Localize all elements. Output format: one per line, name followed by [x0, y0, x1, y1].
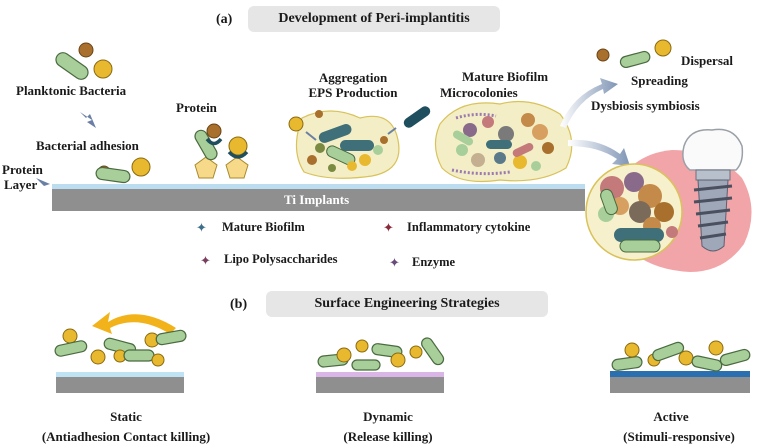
strategy-static-name: Static [110, 409, 142, 424]
label-protein: Protein [176, 100, 217, 115]
strategy-dynamic-desc: (Release killing) [343, 429, 433, 444]
label-eps: EPS Production [308, 85, 398, 100]
label-protein-layer-2: Layer [4, 177, 38, 192]
label-ti-implants: Ti Implants [284, 192, 350, 207]
legend-star-mature-biofilm: ✦ [196, 220, 207, 235]
label-aggregation: Aggregation [318, 70, 388, 85]
legend-cytokine: Inflammatory cytokine [407, 220, 531, 234]
strategy-active-name: Active [653, 409, 689, 424]
label-dysbiosis: Dysbiosis symbiosis [591, 98, 700, 113]
protein-layer [52, 184, 585, 189]
protein-receptors [194, 123, 249, 179]
label-mature-biofilm: Mature Biofilm [462, 69, 549, 84]
panel-a-letter: (a) [216, 12, 233, 27]
adhesion-arrow [80, 112, 96, 128]
label-spreading: Spreading [631, 73, 688, 88]
adhered-bacteria [95, 157, 151, 184]
label-dispersal: Dispersal [681, 53, 733, 68]
panel-b-letter: (b) [230, 297, 248, 312]
panel-b-title: Surface Engineering Strategies [266, 291, 548, 317]
label-adhesion: Bacterial adhesion [36, 138, 139, 153]
protein-layer-arrow [36, 178, 50, 186]
dynamic-strategy-art [316, 337, 445, 393]
label-microcolonies: Microcolonies [440, 85, 518, 100]
legend-star-enzyme: ✦ [389, 255, 400, 270]
mature-biofilm-cluster [434, 100, 573, 183]
infection-arrow [568, 139, 630, 166]
dispersal-arrow [560, 78, 618, 128]
repel-arrow [92, 312, 176, 334]
strategy-active-desc: (Stimuli-responsive) [623, 429, 735, 444]
biofilm-magnified [585, 163, 683, 261]
legend-lps: Lipo Polysaccharides [224, 252, 338, 266]
active-strategy-art [610, 340, 751, 393]
aggregation-cluster [288, 106, 431, 179]
legend-enzyme: Enzyme [412, 255, 456, 269]
panel-a-title: Development of Peri-implantitis [248, 6, 500, 32]
label-planktonic: Planktonic Bacteria [16, 83, 127, 98]
dispersal-bacteria [596, 39, 672, 69]
planktonic-bacteria [55, 42, 113, 80]
strategy-dynamic-name: Dynamic [363, 409, 413, 424]
ti-implant-slab [52, 189, 585, 211]
label-protein-layer-1: Protein [2, 162, 43, 177]
strategy-static-desc: (Antiadhesion Contact killing) [41, 429, 211, 444]
legend-star-cytokine: ✦ [383, 220, 394, 235]
legend-mature-biofilm: Mature Biofilm [222, 220, 305, 234]
static-strategy-art [54, 312, 187, 393]
legend-star-lps: ✦ [200, 253, 211, 268]
